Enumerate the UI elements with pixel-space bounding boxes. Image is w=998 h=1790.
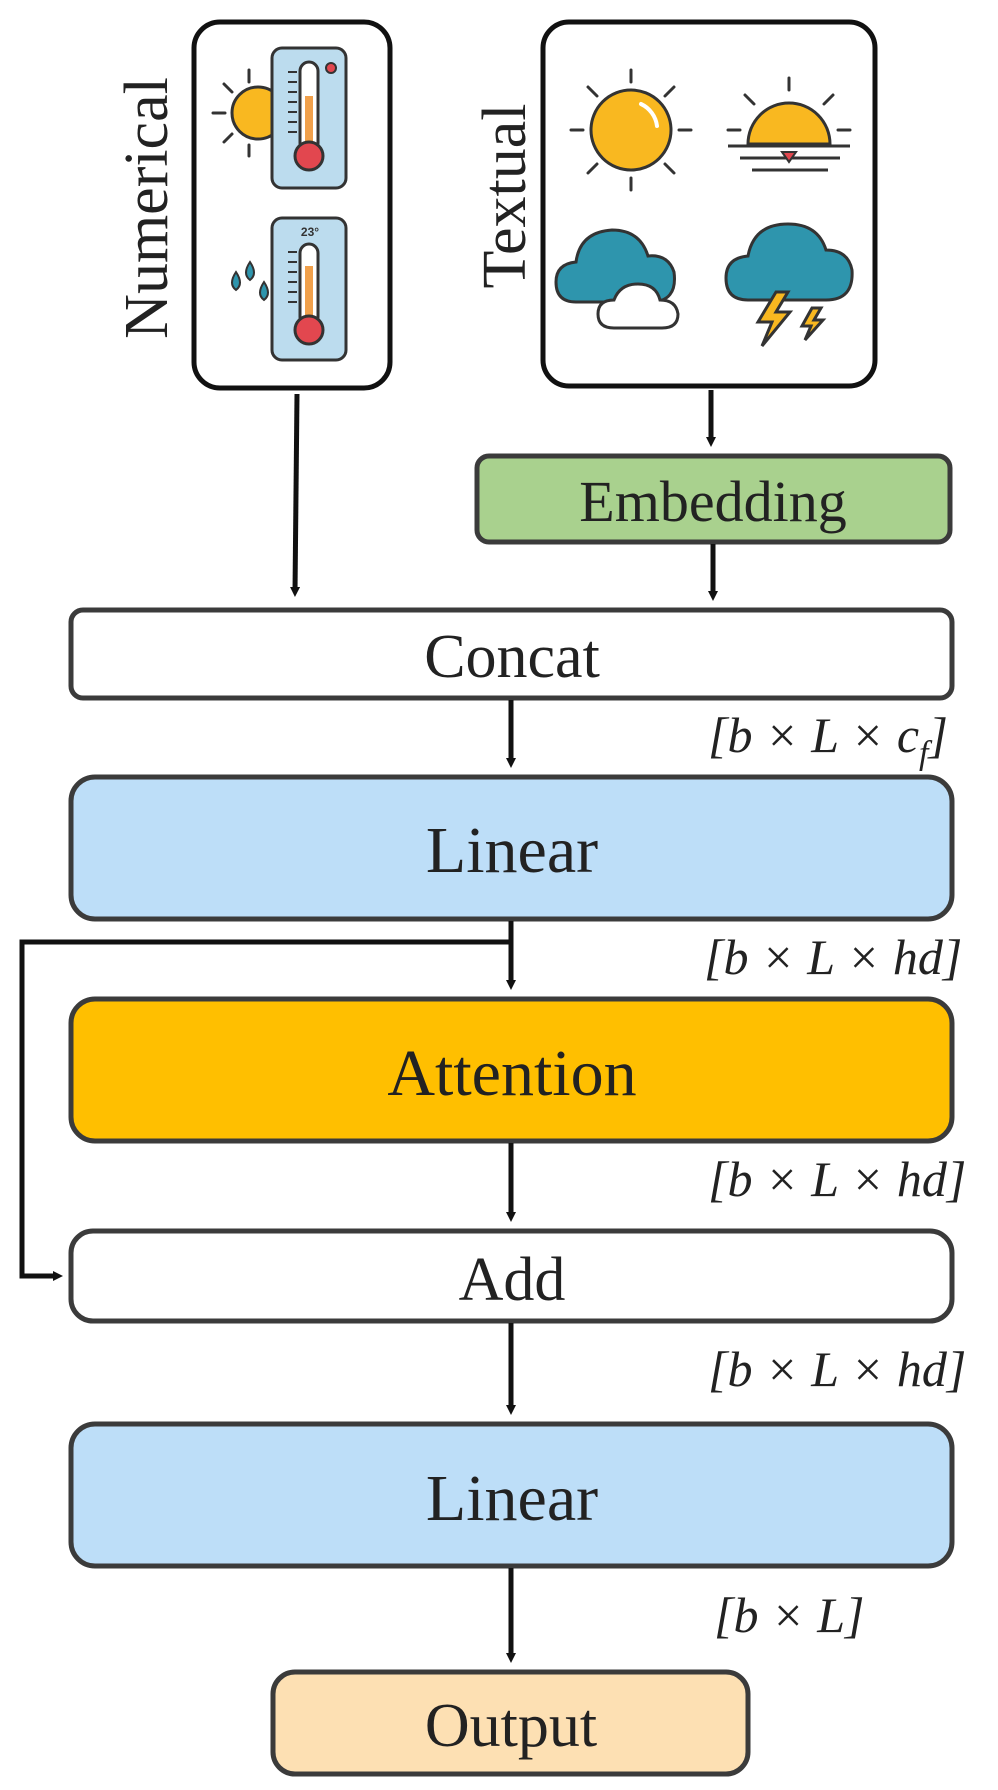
shape-after-linear-1: [b × L × hd] [704,929,962,985]
cloud-icon [554,228,680,330]
shape-after-linear-2: [b × L] [714,1587,864,1643]
concat-label: Concat [424,623,600,691]
arrow-residual-skip [19,939,511,1281]
numerical-label: Numerical [113,77,181,339]
linear-block-2: Linear [68,1421,955,1569]
sun-thermometer-icon [211,46,348,190]
textual-label: Textual [471,103,539,288]
shape-after-concat: [b × L × cf] [708,707,948,772]
attention-block: Attention [68,996,955,1144]
add-label: Add [459,1246,566,1314]
attention-label: Attention [387,1037,636,1110]
thunderstorm-icon [724,222,854,347]
arrow-numerical-to-concat [290,393,301,597]
embedding-block: Embedding [474,453,953,545]
output-block: Output [270,1669,751,1777]
sun-icon [569,68,693,192]
linear-1-label: Linear [426,814,598,887]
arrows [19,390,718,1663]
add-block: Add [68,1228,955,1324]
rain-thermometer-icon: 23° [231,216,348,362]
linear-block-1: Linear [68,774,955,922]
shape-after-add: [b × L × hd] [708,1341,966,1397]
thermometer-reading: 23° [301,225,319,239]
linear-2-label: Linear [426,1462,598,1535]
shape-after-attention: [b × L × hd] [708,1151,966,1207]
concat-block: Concat [68,607,955,701]
embedding-label: Embedding [579,469,846,534]
sunset-icon [726,76,852,172]
output-label: Output [425,1692,597,1760]
textual-input-panel: Textual [471,19,878,389]
numerical-input-panel: Numerical [113,19,393,391]
